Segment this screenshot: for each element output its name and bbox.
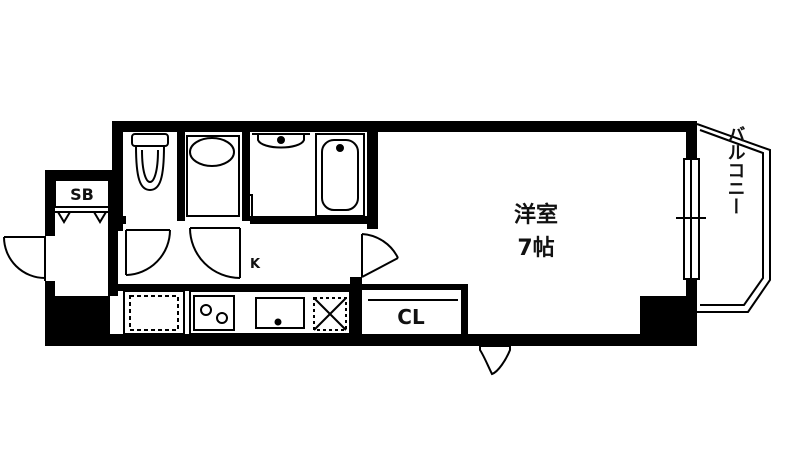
refrigerator-space (123, 290, 185, 335)
shoe-box-label: SB (70, 185, 94, 204)
room-size-label: 7帖 (517, 236, 554, 261)
doors (3, 194, 511, 376)
shoe-box (54, 179, 111, 224)
bathtub-icon (315, 133, 365, 217)
closet-label: CL (397, 305, 425, 329)
interior-walls (108, 121, 468, 346)
balcony-window (676, 158, 706, 280)
outer-walls (45, 121, 697, 346)
washing-machine-icon (186, 135, 240, 217)
kitchen-counter (189, 290, 351, 335)
wash-basin-icon (252, 133, 310, 149)
balcony-label: バルコニー (725, 125, 746, 215)
western-room-label: 洋室 (514, 202, 558, 228)
toilet-icon (131, 133, 169, 192)
kitchen-label: K (250, 257, 261, 272)
balcony (696, 123, 771, 313)
